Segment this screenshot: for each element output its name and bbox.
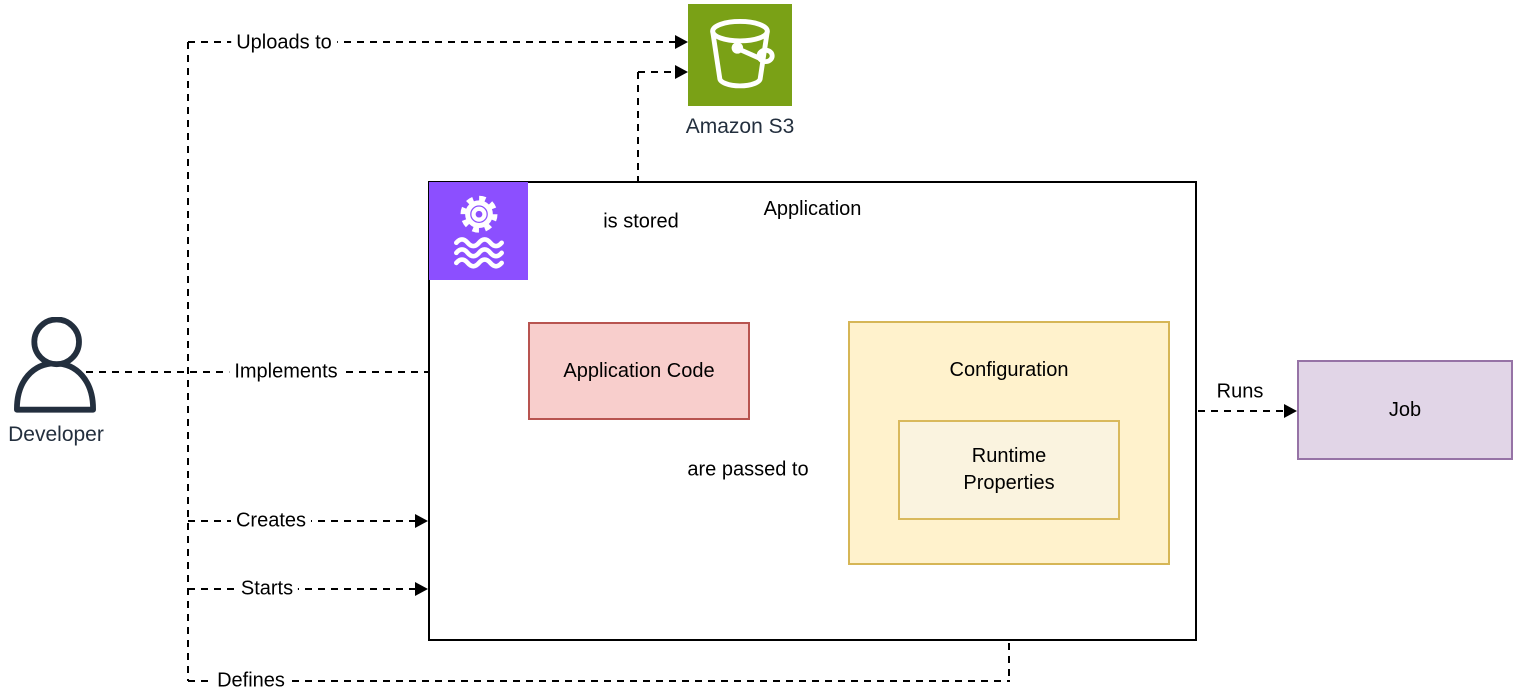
arrowhead-icon [415, 514, 428, 528]
job-box: Job [1297, 360, 1513, 460]
managed-flink-icon [429, 182, 528, 280]
job-label: Job [1388, 398, 1422, 421]
arrowhead-icon [415, 582, 428, 596]
arrowhead-icon [675, 35, 688, 49]
developer-trunk-line [187, 42, 189, 681]
arrowhead-icon [1284, 404, 1297, 418]
creates-label: Creates [230, 508, 312, 534]
arrowhead-icon [675, 65, 688, 79]
is-stored-line-horizontal [638, 71, 676, 73]
application-code-label: Application Code [563, 359, 715, 382]
defines-line-horizontal [188, 680, 1010, 682]
are-passed-to-label: are passed to [682, 457, 814, 483]
runtime-properties-box: Runtime Properties [898, 420, 1120, 520]
gear-waves-icon [453, 195, 504, 269]
configuration-title: Configuration [949, 359, 1069, 381]
runs-line [1198, 410, 1286, 412]
person-icon [14, 317, 96, 413]
runs-label: Runs [1211, 379, 1269, 405]
starts-label: Starts [235, 576, 299, 602]
implements-label: Implements [229, 359, 343, 385]
developer-caption: Developer [8, 423, 104, 446]
application-title: Application [763, 198, 862, 220]
application-code-box: Application Code [528, 322, 750, 420]
uploads-to-line [188, 41, 676, 43]
starts-line [188, 588, 416, 590]
s3-caption: Amazon S3 [685, 115, 795, 138]
runtime-properties-label: Runtime Properties [963, 445, 1055, 494]
uploads-to-label: Uploads to [231, 30, 337, 56]
is-stored-label: is stored [598, 209, 684, 235]
defines-label: Defines [212, 668, 290, 694]
bucket-icon [710, 19, 775, 89]
s3-bucket-icon [688, 4, 792, 106]
